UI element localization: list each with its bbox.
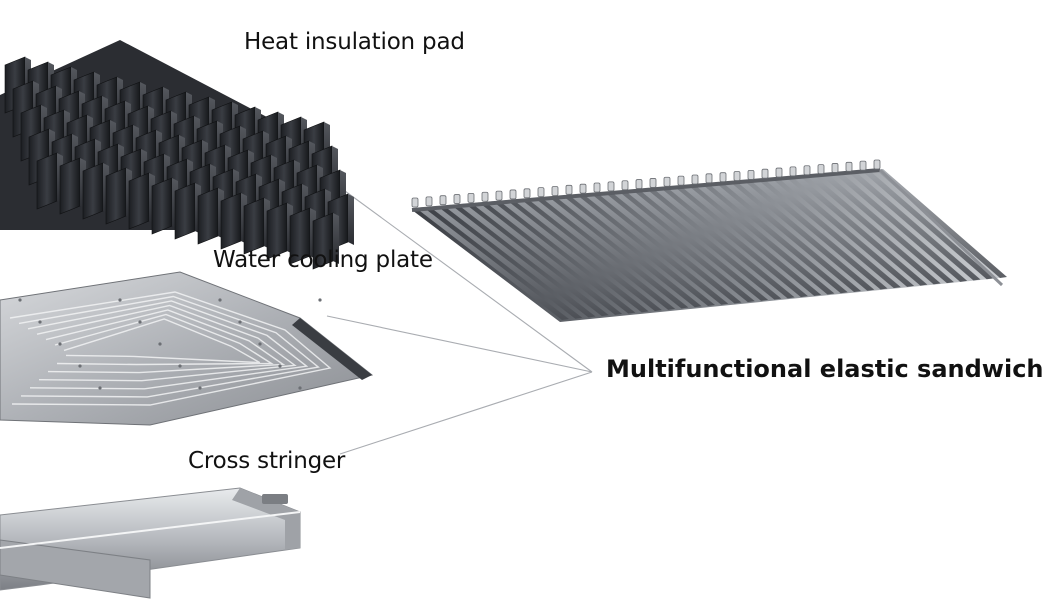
label-cross-stringer: Cross stringer [188, 448, 346, 474]
water-cooling-plate-illustration [0, 271, 374, 426]
leader-line-plate [326, 315, 593, 373]
heat-insulation-pad-illustration [0, 40, 354, 270]
label-heat-insulation-pad: Heat insulation pad [244, 29, 465, 55]
leader-lines [326, 179, 593, 455]
label-multifunctional-elastic-sandwich: Multifunctional elastic sandwich [606, 355, 1044, 383]
label-water-cooling-plate: Water cooling plate [213, 247, 433, 273]
elastic-sandwich-illustration [411, 159, 1007, 322]
leader-line-pad [329, 179, 593, 373]
leader-line-stringer [339, 371, 593, 455]
cross-stringer-illustration [0, 487, 301, 599]
